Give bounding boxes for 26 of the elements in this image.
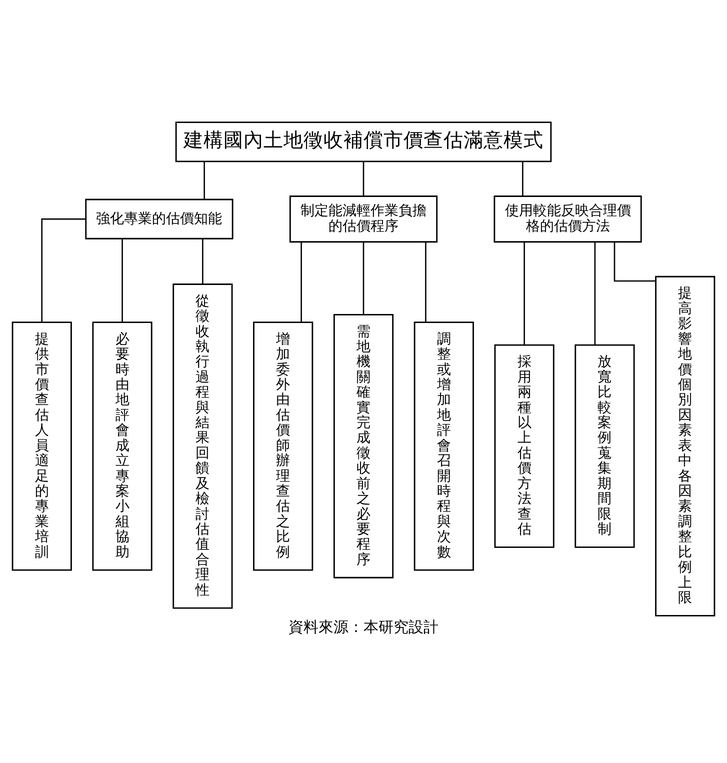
caption: 資料來源：本研究設計 [288, 618, 438, 636]
node-box: 從徵收執行過程與結果回饋及檢討估值合理性 [172, 284, 233, 609]
connector [204, 162, 205, 199]
connector [362, 162, 364, 196]
node-box: 提高影響地價個別因素表中各因素調整比例上限 [655, 276, 716, 616]
node-box: 放寬比較案例蒐集期間限制 [574, 344, 635, 548]
connector [594, 242, 596, 345]
connector [41, 218, 86, 322]
node-box: 提供市價查估人員適足的專業培訓 [12, 322, 72, 571]
node-box: 使用較能反映合理價格的估價方法 [494, 196, 642, 243]
connector [300, 242, 302, 322]
connector [524, 242, 525, 345]
connector [202, 238, 204, 284]
node-box: 建構國內土地徵收補償市價查估滿意模式 [175, 122, 552, 162]
node-box: 必要時由地評會成立專案小組協助 [92, 322, 152, 571]
node-box: 採用兩種以上估價方法查估 [494, 344, 554, 548]
node-box: 需地機關確實完成徵收前之必要程序 [333, 314, 394, 578]
connector [522, 162, 524, 196]
node-box: 增加委外由估價師辦理查估之比例 [253, 322, 314, 571]
node-box: 制定能減輕作業負擔的估價程序 [289, 196, 438, 243]
connector [614, 242, 656, 282]
connector [362, 242, 364, 314]
node-box: 強化專業的估價知能 [85, 198, 234, 240]
connector [425, 242, 426, 322]
node-box: 調整或增加地評會召開時程與次數 [414, 322, 474, 571]
connector [122, 238, 123, 322]
